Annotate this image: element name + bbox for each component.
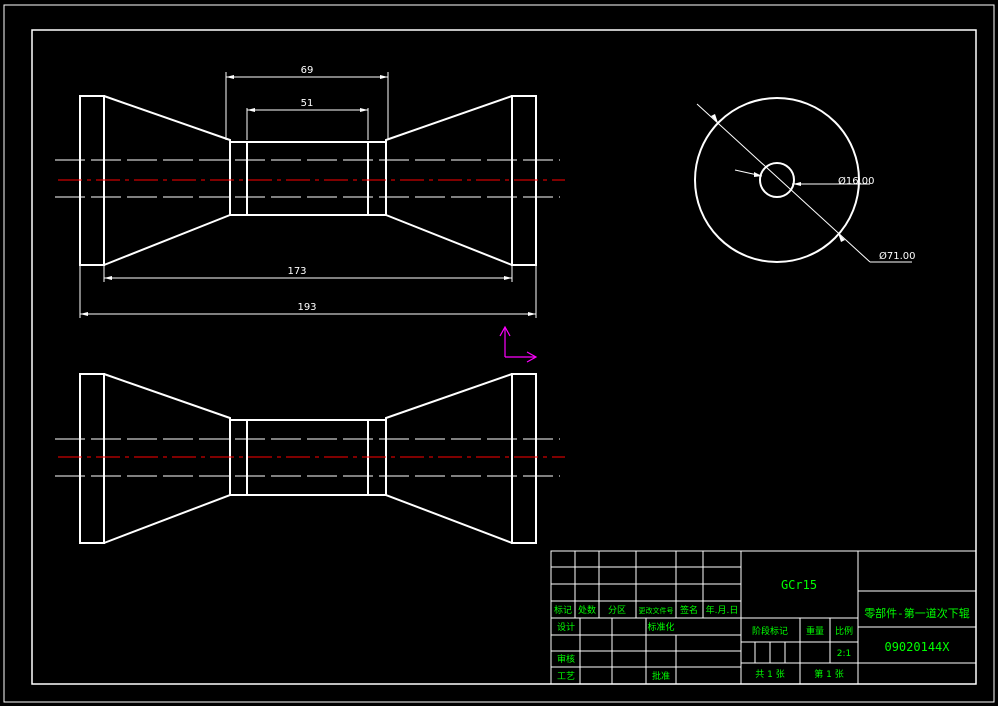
drawing-number: 09020144X bbox=[884, 640, 950, 654]
drawing-frame bbox=[31, 29, 977, 685]
dimension-51: 51 bbox=[301, 98, 314, 109]
ucs-icon bbox=[499, 325, 538, 363]
tb-ratio: 比例 bbox=[835, 625, 853, 637]
dimension-outer-diameter: Ø71.00 bbox=[879, 250, 916, 262]
part-name: 零部件-第一道次下辊 bbox=[864, 606, 970, 620]
dimension-193: 193 bbox=[297, 302, 316, 313]
hidden-lines-top bbox=[55, 159, 560, 198]
tb-weight: 重量 bbox=[806, 625, 824, 637]
dimension-lines bbox=[79, 72, 537, 318]
tb-sign: 签名 bbox=[680, 604, 698, 616]
dimension-inner-diameter: Ø16.00 bbox=[838, 175, 875, 187]
roller-front-view bbox=[79, 95, 537, 266]
dimension-arrows bbox=[80, 75, 536, 316]
tb-doc-no: 更改文件号 bbox=[639, 606, 674, 615]
tb-count: 处数 bbox=[578, 604, 596, 616]
roller-side-view bbox=[694, 97, 912, 263]
tb-sheet-no: 第 1 张 bbox=[814, 668, 843, 680]
tb-process: 工艺 bbox=[557, 671, 575, 682]
dimension-173: 173 bbox=[287, 266, 306, 277]
hidden-lines-bottom bbox=[55, 438, 560, 477]
material-label: GCr15 bbox=[781, 578, 817, 592]
tb-review: 审核 bbox=[557, 653, 575, 665]
diameter-arrows bbox=[711, 114, 845, 242]
roller-bottom-view bbox=[79, 373, 537, 544]
tb-mark: 标记 bbox=[554, 604, 572, 616]
tb-approve: 批准 bbox=[652, 670, 670, 682]
tb-design: 设计 bbox=[557, 621, 575, 633]
tb-stage-mark: 阶段标记 bbox=[752, 625, 788, 637]
sheet-border bbox=[3, 4, 995, 703]
scale-value: 2:1 bbox=[837, 649, 851, 659]
tb-total-sheets: 共 1 张 bbox=[755, 669, 784, 680]
dimension-69: 69 bbox=[301, 65, 314, 76]
tb-standardize: 标准化 bbox=[647, 621, 674, 633]
title-block bbox=[550, 550, 977, 685]
tb-date: 年.月.日 bbox=[706, 604, 739, 616]
tb-zone: 分区 bbox=[608, 605, 626, 616]
